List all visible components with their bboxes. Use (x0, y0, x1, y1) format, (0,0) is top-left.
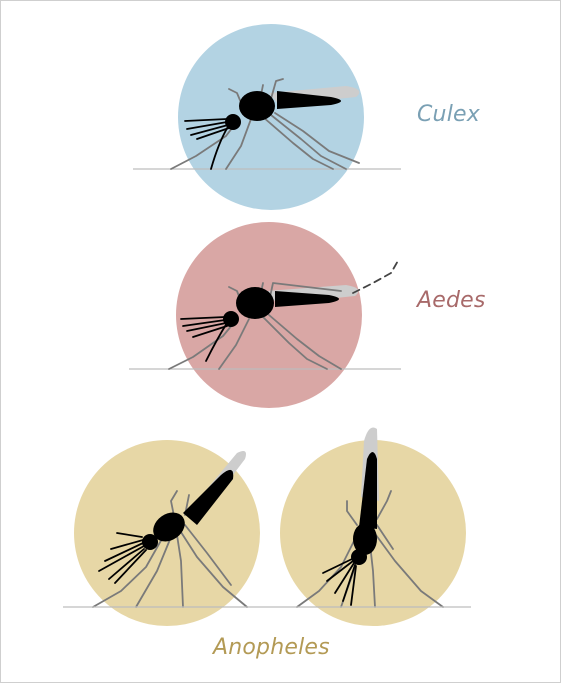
culex-body (225, 91, 341, 130)
anopheles-right-mosquito-icon (296, 427, 444, 608)
anopheles-left-body (142, 469, 234, 550)
anopheles-right-panel (280, 427, 466, 626)
anopheles-left-mouthparts (98, 532, 147, 584)
aedes-raised-leg (352, 258, 400, 294)
aedes-panel (129, 222, 401, 408)
anopheles-left-mosquito-icon (92, 451, 248, 608)
culex-legs (170, 78, 360, 170)
culex-mouthparts (184, 118, 230, 170)
culex-label: Culex (417, 102, 480, 127)
culex-mosquito-icon (170, 78, 360, 170)
anopheles-label: Anopheles (213, 635, 330, 660)
aedes-body (223, 287, 339, 327)
culex-panel (133, 24, 401, 210)
anopheles-left-legs (92, 490, 248, 608)
anopheles-right-body (351, 452, 377, 565)
anopheles-right-mouthparts (322, 558, 357, 606)
anopheles-left-panel (74, 440, 260, 626)
aedes-mosquito-icon (168, 258, 400, 370)
aedes-label: Aedes (417, 288, 486, 313)
culex-circle (178, 24, 364, 210)
aedes-mouthparts (180, 316, 228, 362)
